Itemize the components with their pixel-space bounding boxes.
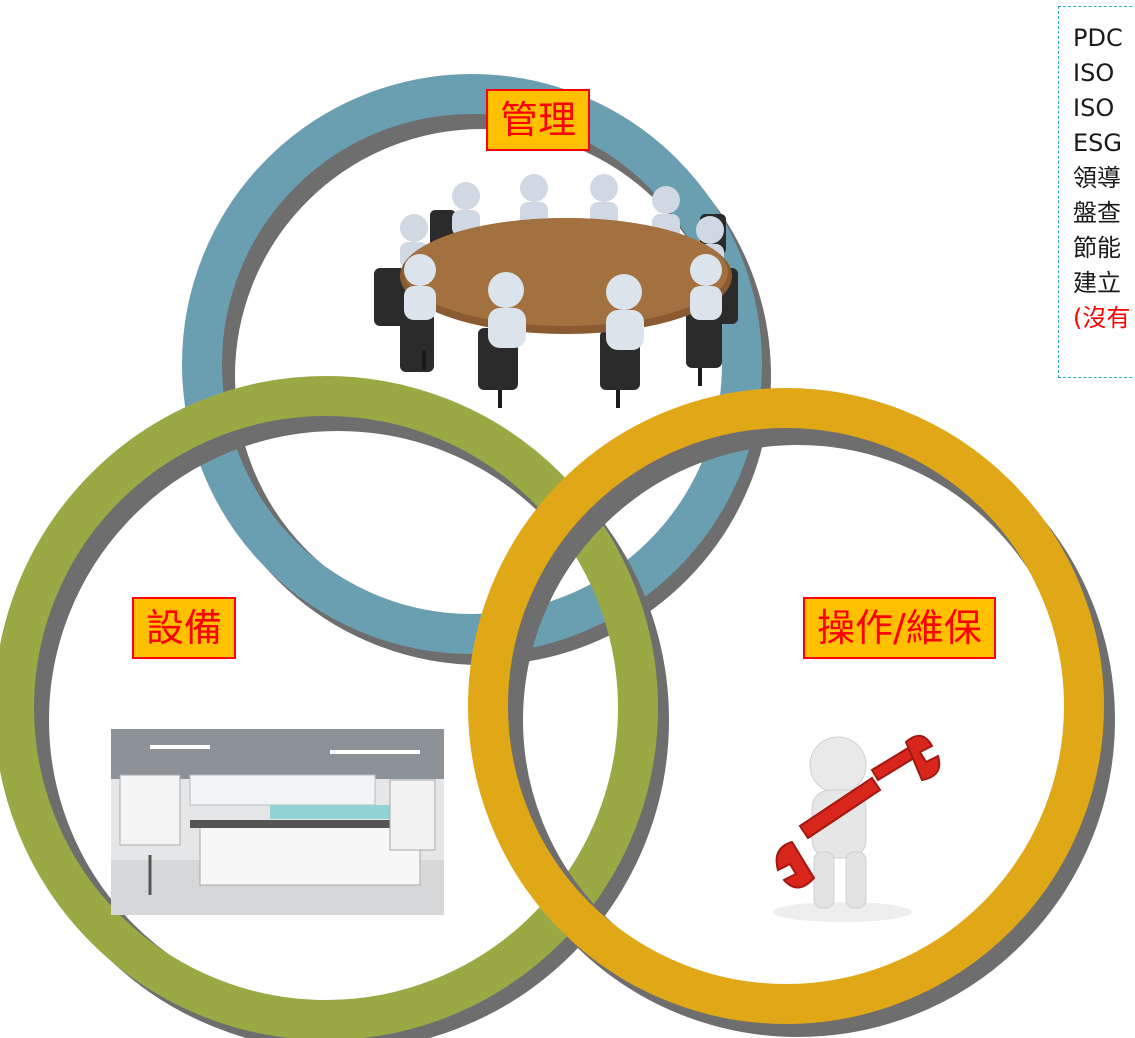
- note-line: ISO: [1073, 94, 1115, 122]
- note-line: PDC: [1073, 24, 1123, 52]
- laboratory-icon: [111, 729, 444, 915]
- operation-label: 操作/維保: [803, 597, 996, 659]
- note-line: 領導: [1073, 164, 1121, 192]
- equipment-ring: [0, 376, 669, 1038]
- note-line: 建立: [1073, 269, 1121, 297]
- management-ring: [182, 74, 771, 665]
- management-label: 管理: [486, 89, 591, 151]
- operation-ring: [468, 388, 1115, 1037]
- note-line: 盤查: [1073, 199, 1121, 227]
- note-line-warning: (沒有: [1073, 304, 1131, 332]
- note-line: 節能: [1073, 234, 1121, 262]
- note-line: ISO: [1073, 59, 1115, 87]
- notes-box: PDC ISO ISO ESG 領導 盤查 節能 建立 (沒有: [1058, 6, 1135, 378]
- equipment-label: 設備: [132, 597, 237, 659]
- note-line: ESG: [1073, 129, 1122, 157]
- wrench-person-icon: [772, 735, 941, 922]
- conference-meeting-icon: [374, 174, 738, 408]
